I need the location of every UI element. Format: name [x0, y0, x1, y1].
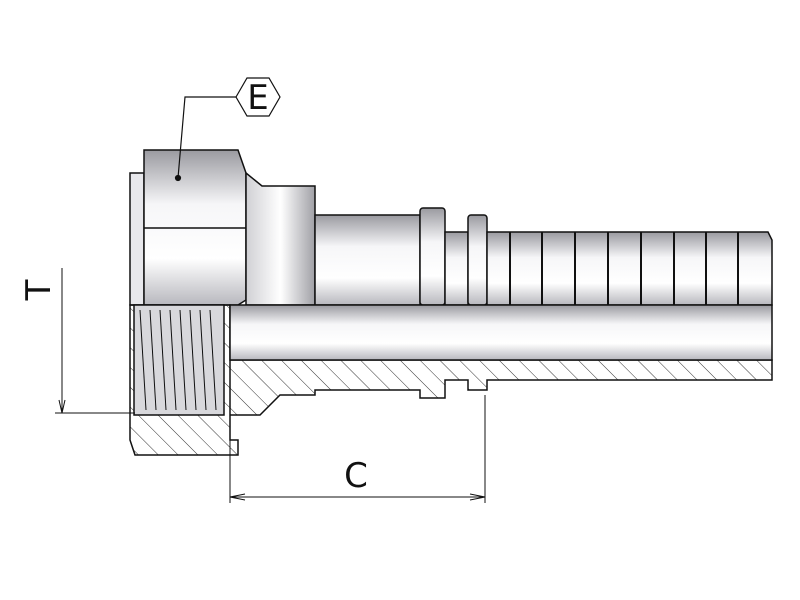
barbed-tail	[486, 231, 773, 306]
thread-lines	[139, 309, 217, 411]
dimension-label-t: T	[19, 279, 59, 301]
tube-body	[314, 214, 421, 306]
fitting-section	[129, 304, 773, 456]
nut-flange	[245, 171, 316, 306]
internal-thread	[133, 304, 225, 416]
collar-ring-1	[419, 207, 446, 306]
dimension-c	[229, 395, 486, 503]
callout-e	[174, 77, 281, 182]
hex-callout-icon	[235, 77, 281, 117]
section-hatched-wall	[129, 304, 773, 456]
nut-rim	[129, 172, 145, 306]
barb-grooves	[509, 232, 739, 305]
dimension-t	[55, 268, 135, 414]
bore	[229, 304, 773, 361]
collar-gap	[444, 231, 469, 306]
collar-ring-2	[467, 214, 488, 306]
callout-label-e: E	[247, 78, 268, 118]
fitting-exterior	[129, 149, 773, 306]
dimension-label-c: C	[344, 456, 368, 496]
